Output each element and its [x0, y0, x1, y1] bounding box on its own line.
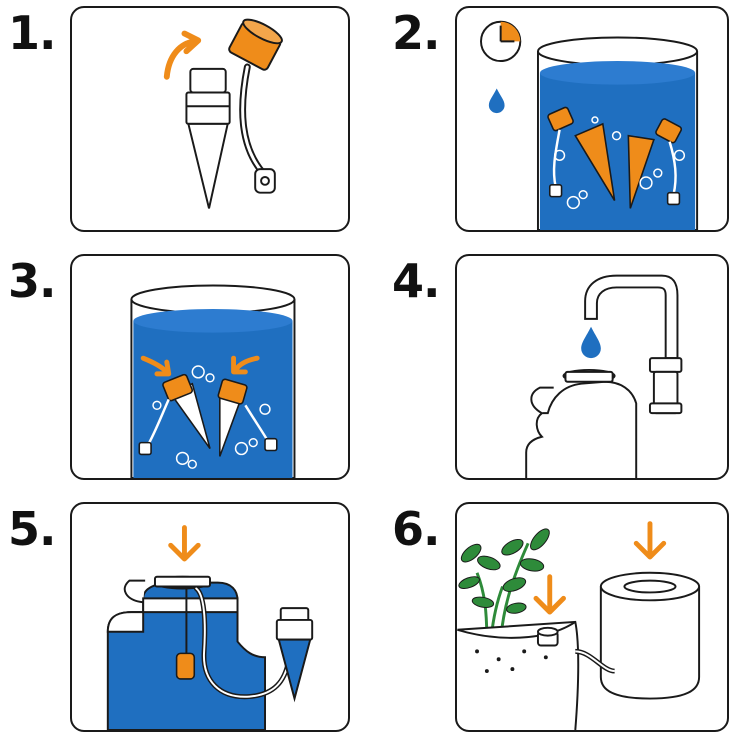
arrow-icon	[140, 355, 260, 377]
faucet-icon	[584, 274, 683, 415]
step-3-panel	[70, 254, 350, 480]
spike-icon	[275, 607, 314, 703]
cup-icon	[574, 571, 701, 700]
arrow-down-icon	[168, 525, 201, 562]
step-6-panel	[455, 502, 729, 732]
step-3-illustration	[130, 284, 296, 478]
cap-icon	[138, 365, 278, 469]
water-drop-icon	[488, 88, 505, 114]
jug-icon	[525, 368, 638, 478]
step-4-illustration	[525, 274, 683, 478]
step-number-6: 6.	[392, 502, 440, 556]
plant-icon	[458, 528, 550, 642]
container-icon	[130, 284, 296, 478]
step-number-4: 4.	[392, 254, 440, 308]
step-1-illustration	[163, 18, 283, 209]
curved-arrow-icon	[163, 30, 202, 80]
pot-icon	[457, 620, 580, 730]
soaking-spike-icon	[547, 106, 686, 210]
arrow-down-icon	[533, 521, 667, 615]
dripper-spike-icon	[185, 67, 231, 209]
clock-icon	[480, 20, 522, 63]
cap-tube-icon	[228, 18, 283, 194]
step-4-panel	[455, 254, 729, 480]
step-5-panel	[70, 502, 350, 732]
step-number-3: 3.	[8, 254, 56, 308]
step-number-1: 1.	[8, 6, 56, 60]
step-2-illustration	[480, 20, 699, 230]
step-number-5: 5.	[8, 502, 56, 556]
step-5-illustration	[106, 525, 314, 730]
step-2-panel	[455, 6, 729, 232]
jug-icon	[106, 575, 267, 730]
step-1-panel	[70, 6, 350, 232]
step-number-2: 2.	[392, 6, 440, 60]
step-6-illustration	[457, 521, 701, 730]
water-drop-icon	[581, 326, 601, 359]
